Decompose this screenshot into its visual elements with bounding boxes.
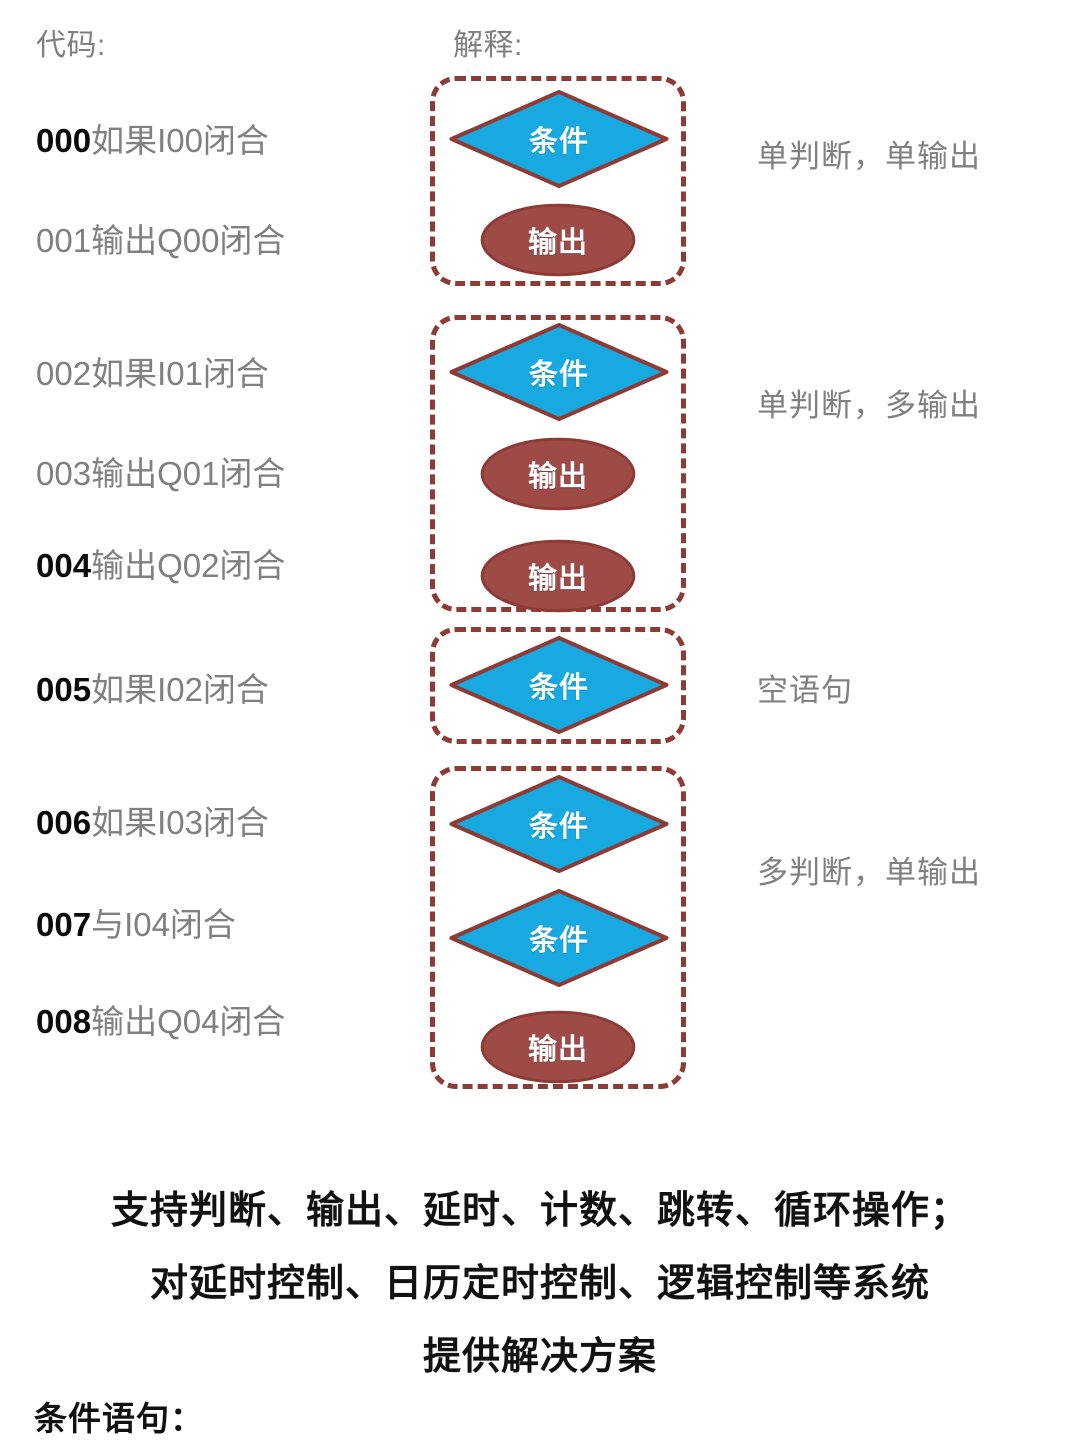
shape-label: 输出 <box>527 461 588 493</box>
output-ellipse-shape[interactable]: 输出 <box>479 539 637 613</box>
summary-line-1: 支持判断、输出、延时、计数、跳转、循环操作； <box>110 1190 969 1232</box>
summary-line-3: 提供解决方案 <box>422 1336 657 1378</box>
explanation-column-header: 解释: <box>453 29 523 62</box>
code-line: 001输出Q00闭合 <box>36 224 285 257</box>
code-line: 002如果I01闭合 <box>36 357 269 390</box>
shape-label: 输出 <box>527 563 588 595</box>
code-column-header: 代码: <box>36 29 106 62</box>
diamond-path <box>451 891 666 985</box>
code-line-number: 005 <box>36 671 92 708</box>
code-line-number: 000 <box>36 122 92 159</box>
group-box-multi-condition-single-output <box>430 766 686 1089</box>
output-ellipse-shape[interactable]: 输出 <box>479 203 637 277</box>
shape-label: 条件 <box>528 672 589 704</box>
code-line: 003输出Q01闭合 <box>36 457 285 490</box>
condition-diamond-shape[interactable]: 条件 <box>447 323 671 421</box>
code-line: 000如果I00闭合 <box>36 124 269 157</box>
code-line-text: 如果I01闭合 <box>91 355 269 392</box>
diamond-path <box>451 777 666 871</box>
explanation-label-single-condition-single-output: 单判断，单输出 <box>757 139 981 174</box>
ellipse-path <box>482 541 634 611</box>
code-line-text: 如果I02闭合 <box>91 671 269 708</box>
diamond-path <box>451 92 666 186</box>
output-ellipse-shape[interactable]: 输出 <box>479 1010 637 1084</box>
shape-label: 条件 <box>528 925 589 957</box>
code-line: 006如果I03闭合 <box>36 806 269 839</box>
explanation-label-single-condition-multi-output: 单判断，多输出 <box>757 388 981 423</box>
explanation-label-empty-statement: 空语句 <box>757 673 853 708</box>
shape-label: 条件 <box>528 811 589 843</box>
code-line-text: 如果I00闭合 <box>91 122 269 159</box>
code-line-number: 002 <box>36 355 92 392</box>
ellipse-path <box>482 439 634 509</box>
ellipse-path <box>482 1012 634 1082</box>
code-line: 007与I04闭合 <box>36 908 236 941</box>
code-line-text: 如果I03闭合 <box>91 804 269 841</box>
code-line: 005如果I02闭合 <box>36 673 269 706</box>
summary-line-2: 对延时控制、日历定时控制、逻辑控制等系统 <box>149 1263 930 1305</box>
code-line-text: 输出Q02闭合 <box>91 547 286 584</box>
output-ellipse-shape[interactable]: 输出 <box>479 437 637 511</box>
code-line-number: 008 <box>36 1003 92 1040</box>
code-line: 004输出Q02闭合 <box>36 549 285 582</box>
code-line-number: 006 <box>36 804 92 841</box>
condition-diamond-shape[interactable]: 条件 <box>447 775 671 873</box>
code-line-number: 001 <box>36 222 92 259</box>
code-line-text: 与I04闭合 <box>91 906 236 943</box>
ellipse-path <box>482 205 634 275</box>
shape-label: 条件 <box>528 126 589 158</box>
code-line-text: 输出Q04闭合 <box>91 1003 286 1040</box>
condition-diamond-shape[interactable]: 条件 <box>447 889 671 987</box>
group-box-empty-statement <box>430 627 686 744</box>
diamond-path <box>451 325 666 419</box>
group-box-single-condition-single-output <box>430 76 686 286</box>
code-line-number: 003 <box>36 455 92 492</box>
shape-label: 输出 <box>527 1034 588 1066</box>
code-line-number: 007 <box>36 906 92 943</box>
explanation-label-multi-condition-single-output: 多判断，单输出 <box>757 855 981 890</box>
conditional-statement-label: 条件语句： <box>34 1400 204 1437</box>
code-line: 008输出Q04闭合 <box>36 1005 285 1038</box>
shape-label: 输出 <box>527 227 588 259</box>
code-line-text: 输出Q00闭合 <box>91 222 286 259</box>
condition-diamond-shape[interactable]: 条件 <box>447 90 671 188</box>
condition-diamond-shape[interactable]: 条件 <box>447 636 671 734</box>
code-line-text: 输出Q01闭合 <box>91 455 286 492</box>
shape-label: 条件 <box>528 359 589 391</box>
diamond-path <box>451 638 666 732</box>
code-line-number: 004 <box>36 547 92 584</box>
